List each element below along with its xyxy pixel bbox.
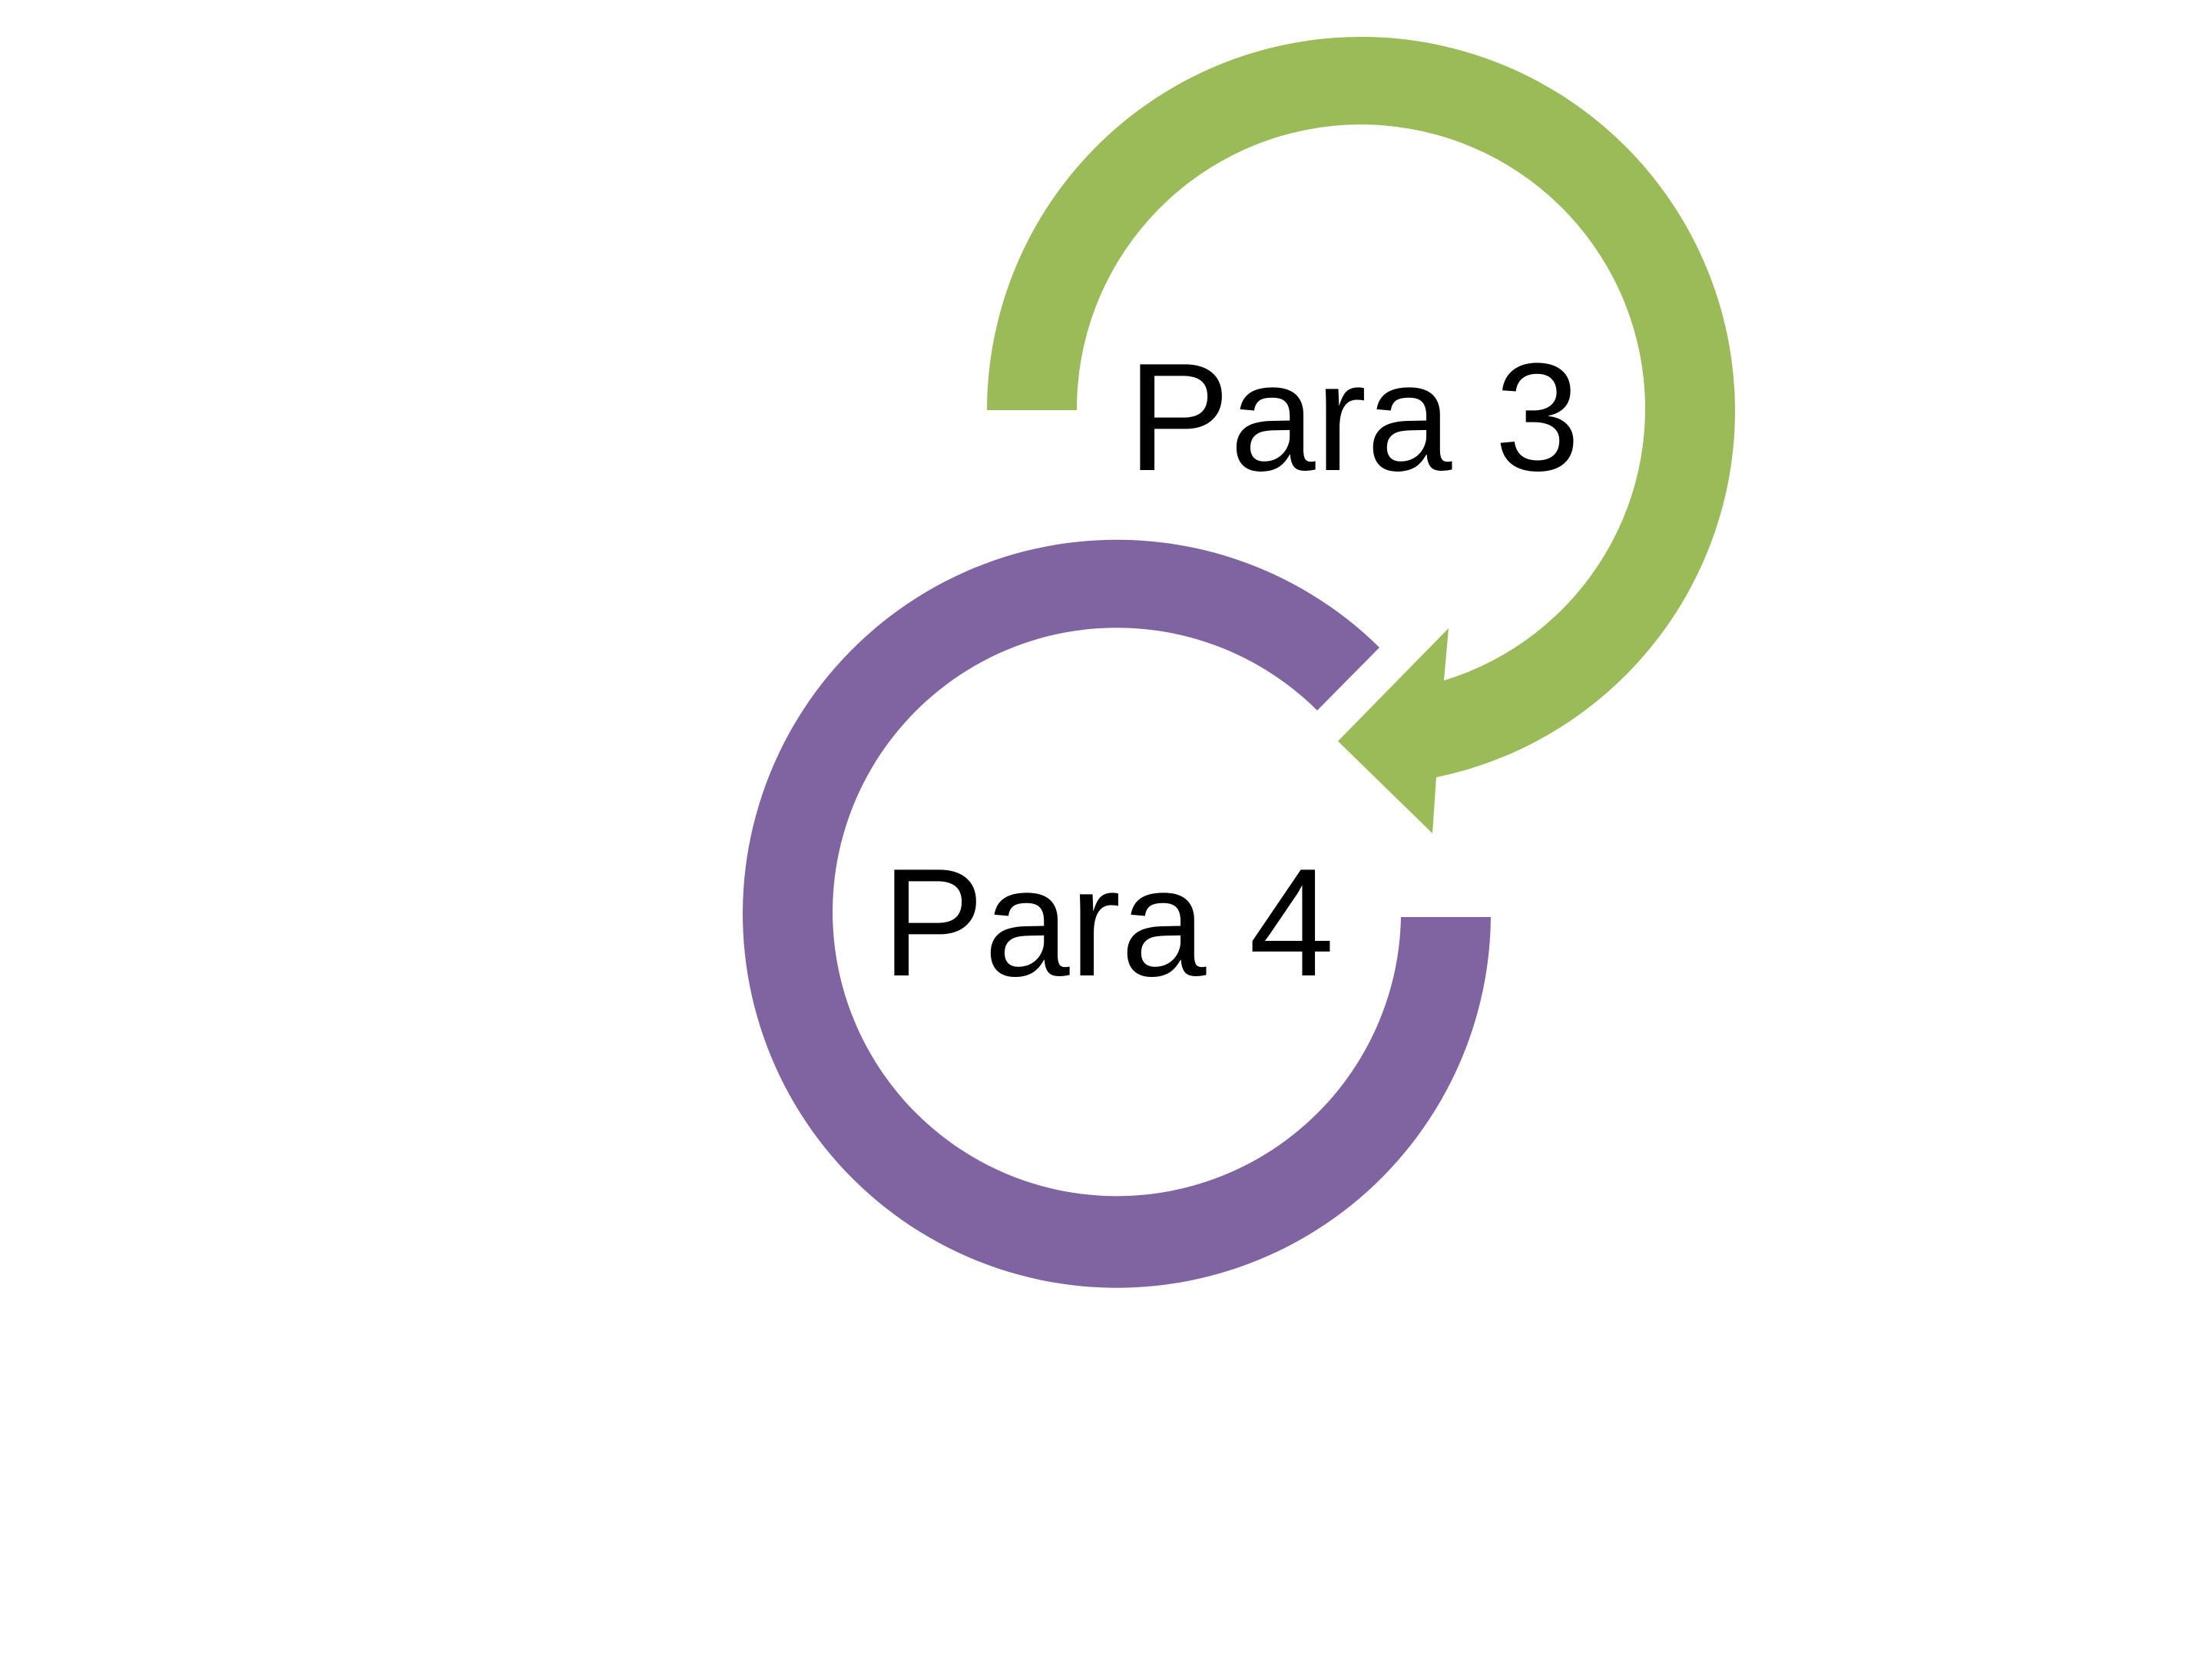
para-4-label: Para 4 [882,837,1334,1008]
para-3-node: Para 3 [987,36,1735,834]
para-3-arrow [987,36,1735,834]
para-4-node: Para 4 [743,539,1491,1288]
para-3-label: Para 3 [1128,332,1580,503]
